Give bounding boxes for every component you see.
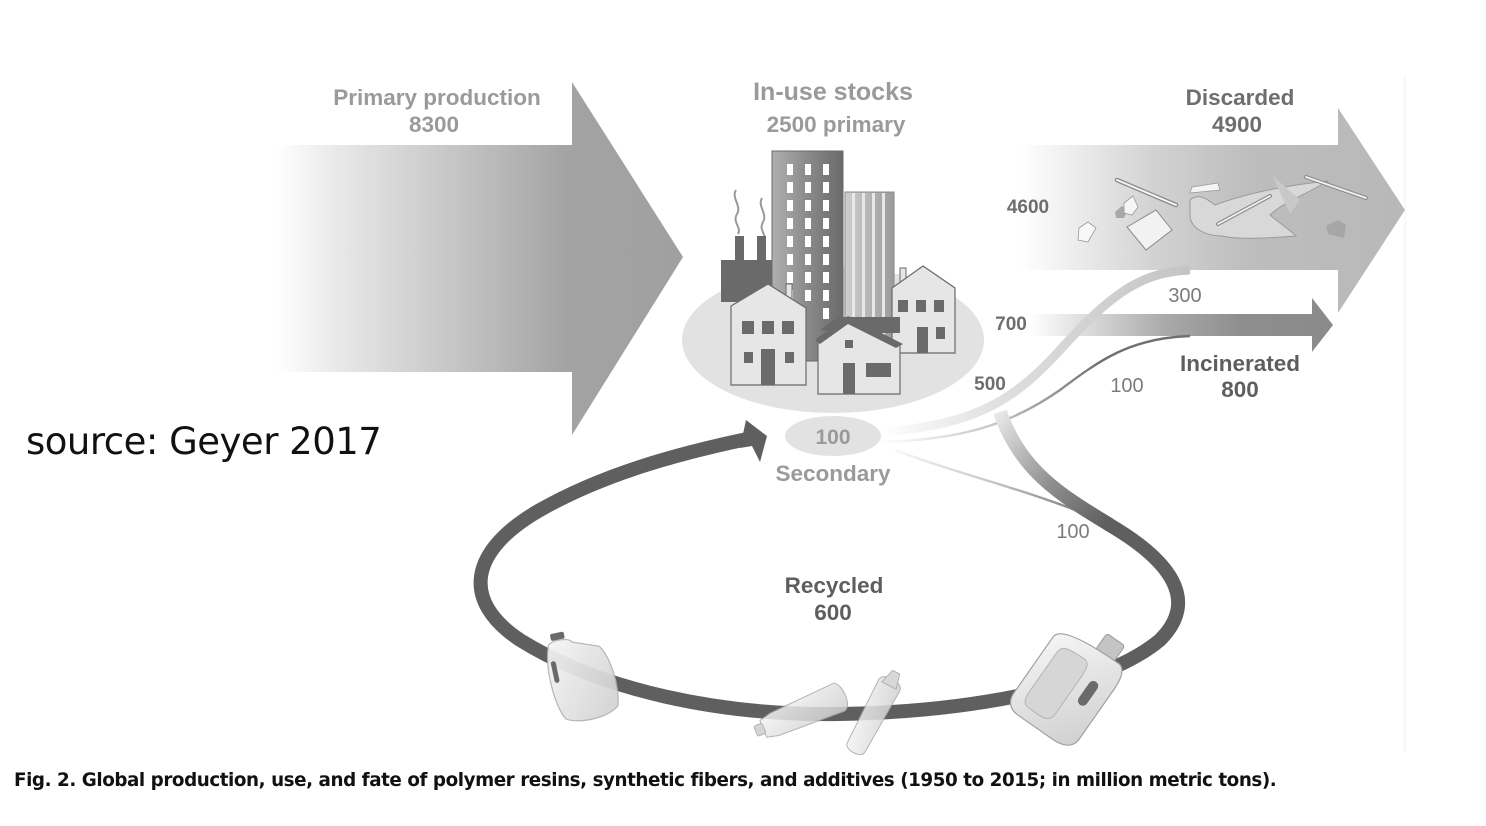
- detergent-bottle-icon: [1009, 633, 1125, 746]
- recycled-value: 600: [814, 600, 852, 625]
- primary-production-value: 8300: [409, 112, 459, 137]
- flow-label-700: 700: [995, 314, 1027, 335]
- flow-label-100-incinerated: 100: [1110, 375, 1143, 397]
- primary-production-arrow: [275, 82, 683, 435]
- recycling-loop-arrowhead: [740, 420, 767, 462]
- milk-jug-icon: [546, 631, 619, 722]
- flow-label-100-secondary: 100: [1056, 521, 1089, 543]
- recycling-loop: [473, 431, 1186, 722]
- in-use-stocks-value: 2500 primary: [767, 112, 906, 137]
- flow-recycled-to-discarded: [879, 265, 1191, 437]
- recycled-label: Recycled: [785, 573, 884, 598]
- discarded-value: 4900: [1212, 112, 1262, 137]
- figure-caption: Fig. 2. Global production, use, and fate…: [14, 770, 1277, 791]
- flow-secondary-to-recycled: [894, 448, 1101, 522]
- secondary-label: Secondary: [775, 461, 891, 486]
- flow-recycled-to-incinerated: [879, 334, 1191, 444]
- litter-icon: [1077, 175, 1368, 251]
- in-use-stocks-label: In-use stocks: [753, 78, 913, 106]
- flow-label-4600: 4600: [1007, 197, 1049, 218]
- crushed-bottle-icon: [753, 682, 849, 738]
- incinerated-value: 800: [1221, 377, 1259, 402]
- city-icon: [721, 150, 956, 395]
- secondary-ellipse: [785, 416, 881, 456]
- secondary-value: 100: [815, 426, 850, 449]
- bottle-icon: [846, 669, 901, 756]
- primary-production-label: Primary production: [333, 85, 541, 110]
- flow-label-300: 300: [1168, 285, 1201, 307]
- flow-stocks-to-recycled: [993, 409, 1114, 532]
- flow-label-500: 500: [974, 374, 1006, 395]
- discarded-label: Discarded: [1186, 85, 1295, 110]
- incinerated-label: Incinerated: [1180, 351, 1300, 376]
- incinerated-arrow: [1030, 298, 1333, 352]
- source-note: source: Geyer 2017: [26, 420, 382, 463]
